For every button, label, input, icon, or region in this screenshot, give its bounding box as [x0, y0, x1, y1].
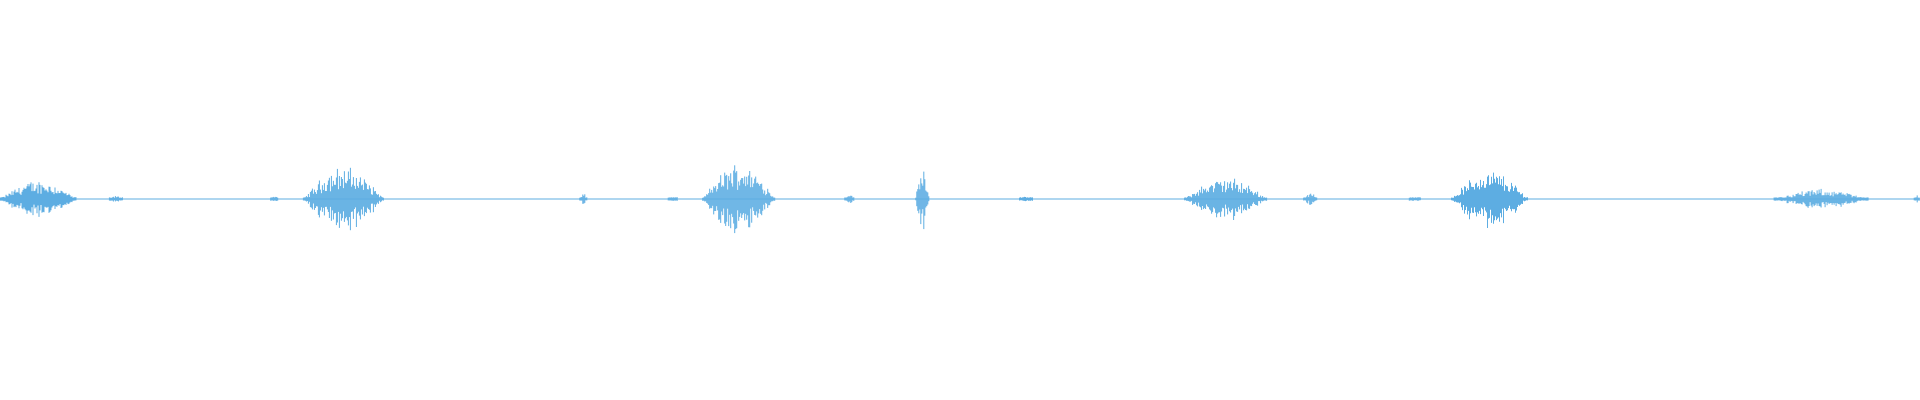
waveform-segment: [844, 195, 855, 203]
waveform-segment: [915, 171, 930, 230]
waveform-segment: [1019, 196, 1033, 202]
waveform-segment: [302, 167, 384, 231]
waveform-segment: [270, 196, 279, 201]
waveform-segment: [1913, 195, 1920, 203]
waveform-segment: [667, 197, 678, 201]
waveform-bars: [0, 165, 1920, 234]
waveform-segment: [1303, 193, 1318, 205]
waveform-segment: [579, 194, 588, 204]
waveform-segment: [1451, 172, 1528, 228]
waveform-segment: [1408, 197, 1421, 201]
waveform-segment: [1773, 188, 1869, 208]
waveform-segment: [0, 182, 77, 217]
waveform-segment: [702, 165, 776, 234]
waveform-segment: [108, 196, 123, 202]
waveform-segment: [1184, 178, 1268, 220]
